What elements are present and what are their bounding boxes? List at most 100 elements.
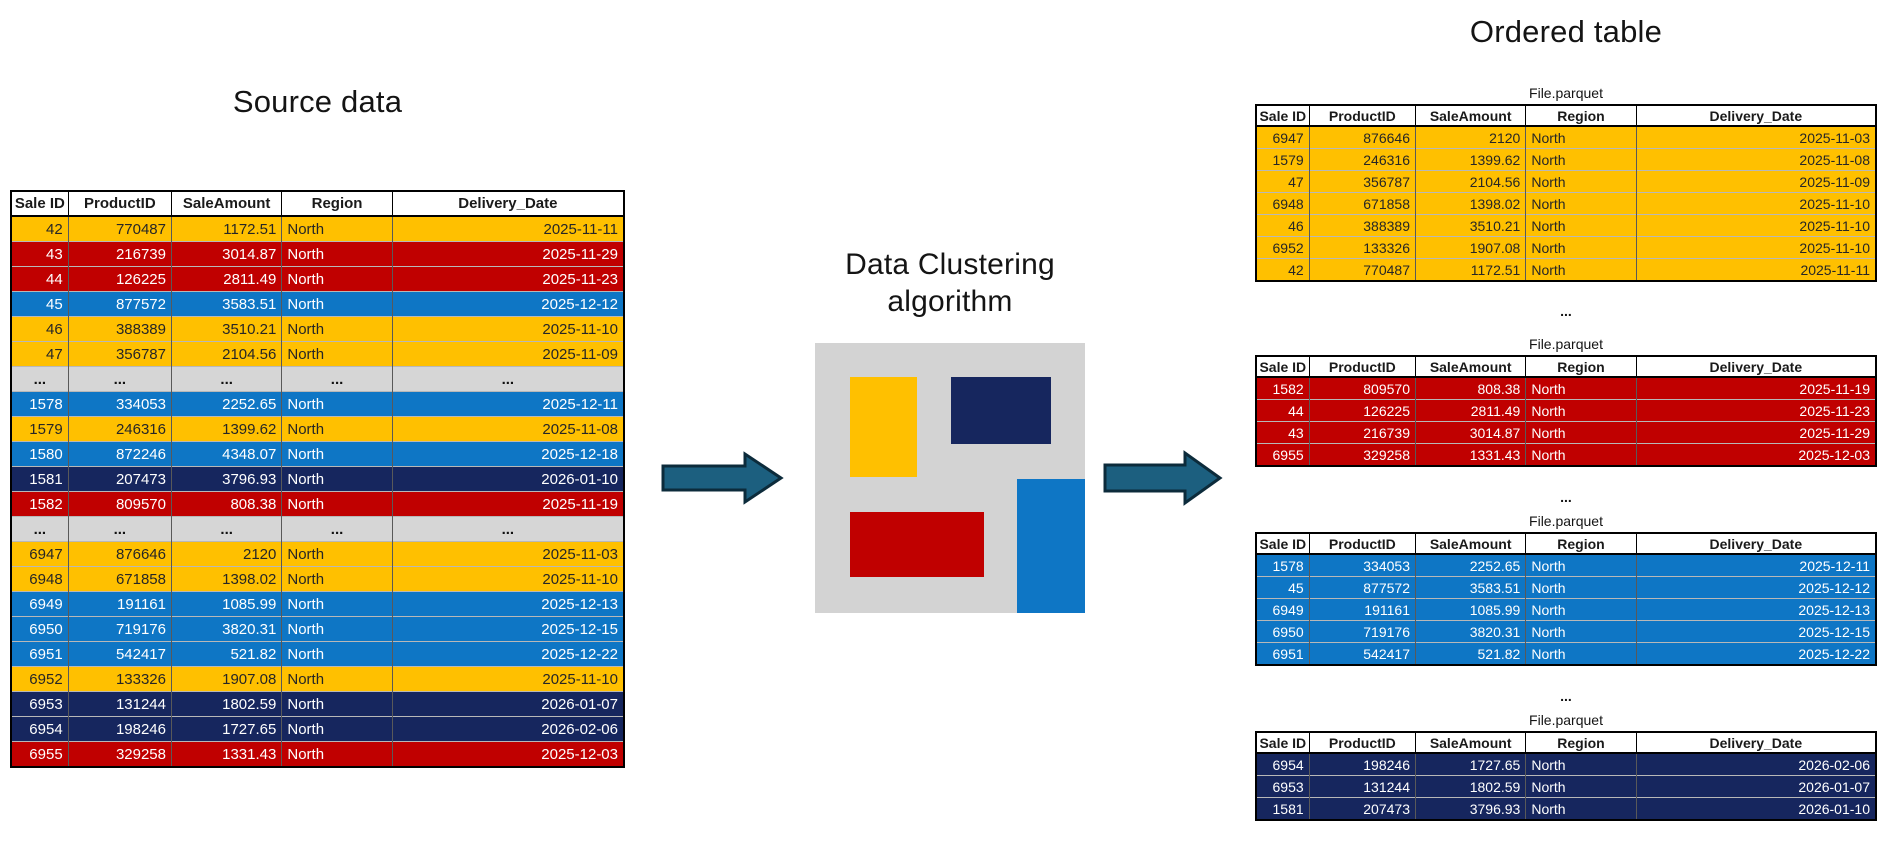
table-cell: 356787 bbox=[1308, 170, 1416, 193]
table-cell: North bbox=[1525, 553, 1637, 577]
table-cell: 1727.65 bbox=[170, 716, 282, 742]
table-cell: 2025-12-22 bbox=[1635, 642, 1876, 665]
table-cell: 2025-11-29 bbox=[391, 241, 624, 267]
table-cell: 1580 bbox=[10, 441, 69, 467]
table-cell: North bbox=[281, 466, 393, 492]
table-cell: 2025-11-10 bbox=[391, 566, 624, 592]
table-cell: North bbox=[1525, 620, 1637, 643]
table-cell: 44 bbox=[1255, 399, 1310, 422]
table-cell: North bbox=[1525, 642, 1637, 665]
table-cell: 1398.02 bbox=[170, 566, 282, 592]
table-cell: 3820.31 bbox=[170, 616, 282, 642]
table-cell: 3510.21 bbox=[170, 316, 282, 342]
table-cell: 133326 bbox=[67, 666, 172, 692]
table-cell: North bbox=[281, 616, 393, 642]
table-cell: North bbox=[1525, 421, 1637, 444]
table-cell: North bbox=[1525, 148, 1637, 171]
table-row: ............... bbox=[10, 366, 624, 392]
table-cell: 1579 bbox=[10, 416, 69, 442]
table-cell: 207473 bbox=[67, 466, 172, 492]
table-cell: 2026-01-10 bbox=[391, 466, 624, 492]
table-cell: 2025-11-03 bbox=[391, 541, 624, 567]
table-cell: 2025-11-10 bbox=[1635, 236, 1876, 259]
table-cell: North bbox=[1525, 376, 1637, 400]
table-cell: North bbox=[1525, 236, 1637, 259]
table-cell: 42 bbox=[1255, 258, 1310, 281]
table-cell: 2025-11-09 bbox=[1635, 170, 1876, 193]
ellipsis-separator: ... bbox=[1560, 303, 1572, 319]
table-cell: 42 bbox=[10, 215, 69, 242]
table-cell: 1802.59 bbox=[170, 691, 282, 717]
table-cell: 45 bbox=[1255, 576, 1310, 599]
table-cell: 2025-11-10 bbox=[1635, 192, 1876, 215]
table-cell: 2025-11-10 bbox=[1635, 214, 1876, 237]
table-cell: 770487 bbox=[1308, 258, 1416, 281]
table-cell: 2104.56 bbox=[170, 341, 282, 367]
table-cell: ... bbox=[10, 366, 69, 392]
table-cell: 133326 bbox=[1308, 236, 1416, 259]
table-cell: 2811.49 bbox=[170, 266, 282, 292]
table-cell: 334053 bbox=[67, 391, 172, 417]
table-cell: 2025-11-11 bbox=[1635, 258, 1876, 281]
table-cell: North bbox=[281, 291, 393, 317]
table-cell: ... bbox=[67, 366, 172, 392]
table-cell: 2025-11-11 bbox=[391, 215, 624, 242]
table-cell: North bbox=[281, 741, 393, 767]
table-cell: 2025-11-29 bbox=[1635, 421, 1876, 444]
table-cell: 43 bbox=[1255, 421, 1310, 444]
table-cell: 2025-11-08 bbox=[391, 416, 624, 442]
table-cell: 216739 bbox=[1308, 421, 1416, 444]
table-cell: 207473 bbox=[1308, 797, 1416, 820]
table-cell: 2252.65 bbox=[1414, 553, 1526, 577]
table-cell: 1907.08 bbox=[1414, 236, 1526, 259]
table-cell: 1399.62 bbox=[170, 416, 282, 442]
table-cell: North bbox=[281, 341, 393, 367]
table-cell: 1172.51 bbox=[1414, 258, 1526, 281]
column-header: SaleAmount bbox=[1414, 731, 1527, 754]
table-cell: 43 bbox=[10, 241, 69, 267]
table-cell: 808.38 bbox=[170, 491, 282, 517]
table-cell: North bbox=[281, 691, 393, 717]
table-cell: 2025-12-13 bbox=[391, 591, 624, 617]
table-cell: 1085.99 bbox=[1414, 598, 1526, 621]
clustering-algorithm-title-line1: Data Clustering bbox=[845, 248, 1055, 281]
table-cell: 44 bbox=[10, 266, 69, 292]
table-cell: 191161 bbox=[1308, 598, 1416, 621]
table-cell: 3510.21 bbox=[1414, 214, 1526, 237]
table-cell: 542417 bbox=[1308, 642, 1416, 665]
table-cell: 3583.51 bbox=[1414, 576, 1526, 599]
ellipsis-separator: ... bbox=[1560, 489, 1572, 505]
table-cell: 2025-11-10 bbox=[391, 666, 624, 692]
table-cell: 2026-01-07 bbox=[391, 691, 624, 717]
column-header: Delivery_Date bbox=[1635, 104, 1877, 127]
table-cell: North bbox=[281, 266, 393, 292]
table-cell: North bbox=[1525, 399, 1637, 422]
table-cell: 2026-01-07 bbox=[1635, 775, 1876, 798]
table-cell: 6947 bbox=[1255, 125, 1310, 149]
table-cell: North bbox=[1525, 125, 1637, 149]
table-cell: 6950 bbox=[1255, 620, 1310, 643]
source-data-title: Source data bbox=[232, 84, 403, 119]
table-cell: 1582 bbox=[10, 491, 69, 517]
table-cell: 2025-12-03 bbox=[1635, 443, 1876, 466]
column-header: Delivery_Date bbox=[1635, 355, 1877, 378]
table-cell: 1582 bbox=[1255, 376, 1310, 400]
table-cell: North bbox=[1525, 752, 1637, 776]
